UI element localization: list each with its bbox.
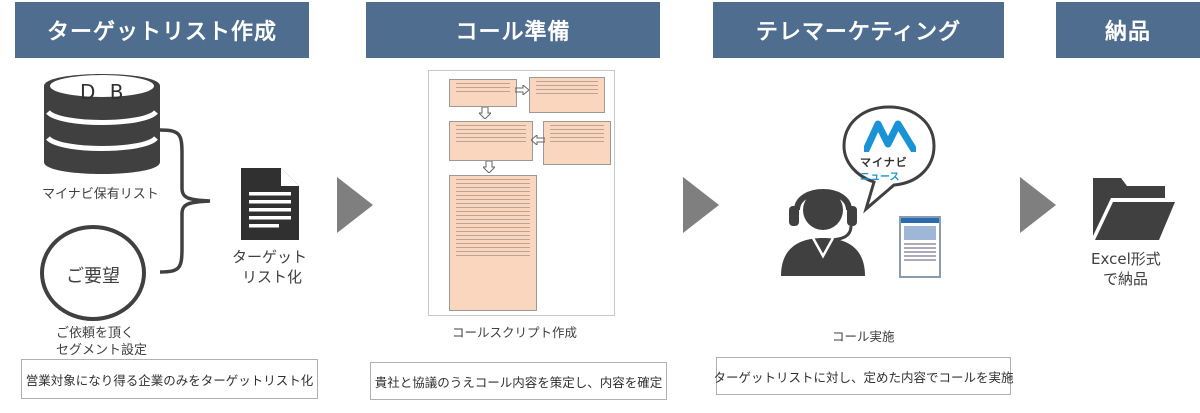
step2-note-box: 貴社と協議のうえコール内容を策定し、内容を確定 [370,362,667,400]
database-caption: マイナビ保有リスト [42,187,159,202]
folder-icon [1093,178,1175,240]
call-script-caption: コールスクリプト作成 [452,325,578,340]
delivery-label-line1: Excel形式 [1091,250,1161,268]
document-icon [241,168,299,240]
speech-bubble [842,105,936,214]
mynavi-logo-icon [864,120,916,152]
request-caption-line1: ご依頼を頂く [56,326,135,341]
arrow-right-icon [337,177,373,233]
right-arrow-icon [515,85,529,95]
request-caption-line2: セグメント設定 [56,343,148,358]
request-circle [40,225,146,321]
operator-icon [781,189,865,276]
arrow-right-icon [683,177,719,233]
left-arrow-icon [531,135,545,145]
database-icon [44,74,160,174]
target-list-label-line1: ターゲット [232,248,308,266]
down-arrow-icon [479,107,491,119]
request-circle-label: ご要望 [66,266,120,287]
news-page-icon [899,216,941,278]
header-delivery: 納品 [1056,2,1200,58]
logo-text-line1: マイナビ [860,156,908,169]
merge-brace-icon [159,128,211,274]
logo-text-line2: ニュース [860,172,900,183]
header-telemarketing: テレマーケティング [713,2,1004,58]
arrow-right-icon [1020,177,1056,233]
step1-note-box: 営業対象になり得る企業のみをターゲットリスト化 [21,359,318,399]
database-label: D B [80,80,128,104]
call-script-thumbnail [428,70,615,316]
target-list-label-line2: リスト化 [242,268,303,286]
call-execution-caption: コール実施 [832,329,895,344]
header-call-prep: コール準備 [366,2,660,58]
delivery-label-line2: で納品 [1103,270,1149,288]
header-target-list: ターゲットリスト作成 [15,2,309,58]
step3-note-box: ターゲットリストに対し、定めた内容でコールを実施 [714,357,1014,395]
down-arrow-icon [483,161,495,173]
